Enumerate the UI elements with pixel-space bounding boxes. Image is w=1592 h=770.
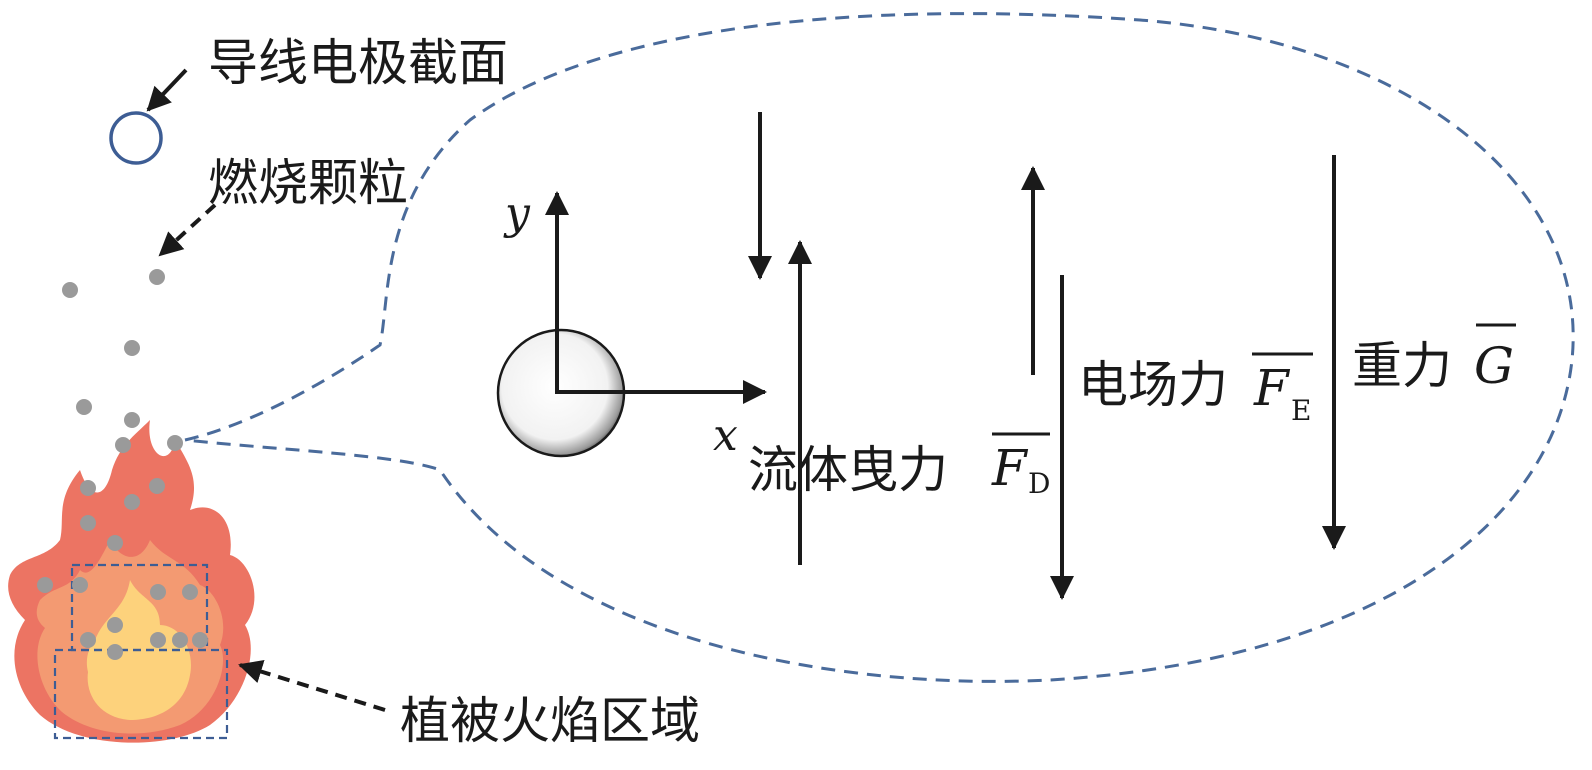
particle: [150, 584, 166, 600]
particle: [115, 437, 131, 453]
particle: [192, 632, 208, 648]
y-axis-label: y: [503, 188, 531, 239]
conductor-label: 导线电极截面: [208, 34, 508, 92]
particle: [72, 577, 88, 593]
particle: [80, 515, 96, 531]
gravity-label: 重力 G: [1352, 323, 1516, 395]
particles-label: 燃烧颗粒: [208, 154, 408, 212]
particle: [80, 632, 96, 648]
flame-region-pointer-arrow: [238, 660, 386, 712]
flame-region-label: 植被火焰区域: [400, 692, 700, 750]
drag-force-label: 流体曳力 F D: [748, 432, 1050, 500]
flame-region-box-lower: [53, 648, 229, 740]
svg-text:E: E: [1291, 394, 1311, 427]
svg-text:F: F: [1253, 359, 1291, 417]
svg-text:流体曳力: 流体曳力: [748, 441, 948, 499]
svg-text:G: G: [1474, 337, 1514, 395]
particle: [182, 584, 198, 600]
particles-pointer-arrow: [158, 203, 217, 257]
particle: [80, 480, 96, 496]
particle: [149, 478, 165, 494]
zoom-callout-outline: [184, 12, 1575, 683]
particle: [149, 269, 165, 285]
particle: [37, 577, 53, 593]
x-axis-label: x: [713, 410, 738, 461]
conductor-cross-section: [109, 111, 163, 165]
particle: [107, 617, 123, 633]
particle: [167, 435, 183, 451]
electric-force-label: 电场力 F E: [1078, 352, 1313, 427]
particle: [124, 494, 140, 510]
burning-particles: [37, 269, 208, 660]
particle: [150, 632, 166, 648]
particle: [124, 412, 140, 428]
particle: [107, 535, 123, 551]
svg-text:电场力: 电场力: [1078, 356, 1228, 414]
svg-text:D: D: [1028, 467, 1050, 500]
particle: [172, 632, 188, 648]
svg-text:重力: 重力: [1352, 337, 1452, 395]
svg-text:F: F: [991, 439, 1029, 497]
particle: [76, 399, 92, 415]
conductor-pointer-arrow: [146, 68, 188, 112]
particle: [62, 282, 78, 298]
particle: [107, 644, 123, 660]
particle: [124, 340, 140, 356]
